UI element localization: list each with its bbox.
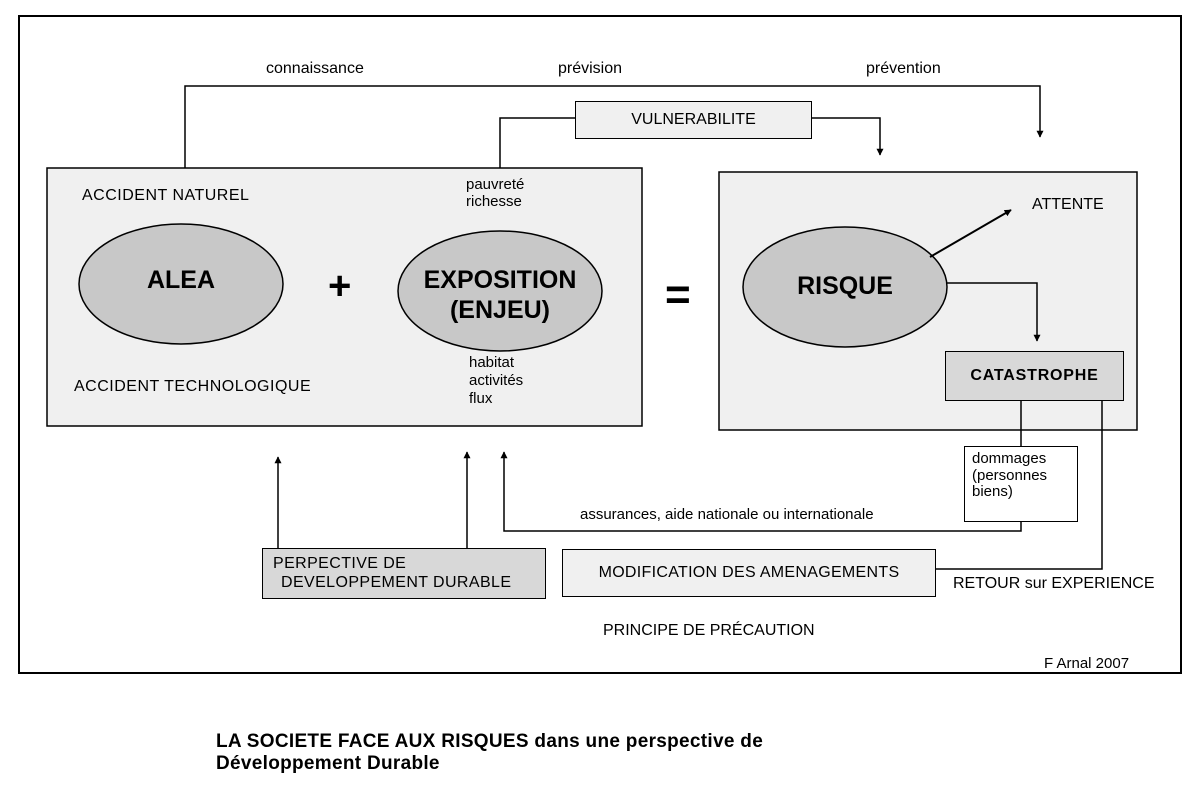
dommages-line-1: dommages bbox=[972, 450, 1047, 467]
perspective-box: PERPECTIVE DE DEVELOPPEMENT DURABLE bbox=[262, 548, 546, 599]
connaissance-prevention-arrow bbox=[184, 85, 1044, 168]
accident-technologique-label: ACCIDENT TECHNOLOGIQUE bbox=[74, 378, 312, 395]
prevision-label: prévision bbox=[558, 60, 623, 77]
vulnerabilite-box: VULNERABILITE bbox=[575, 101, 812, 139]
figure-caption: LA SOCIETE FACE AUX RISQUES dans une per… bbox=[216, 731, 763, 775]
alea-label: ALEA bbox=[146, 266, 216, 294]
perspective-line-2: DEVELOPPEMENT DURABLE bbox=[281, 573, 512, 591]
dommages-text: dommages (personnes biens) bbox=[972, 450, 1048, 501]
risque-ellipse bbox=[742, 226, 948, 348]
caption-line-2: Développement Durable bbox=[216, 752, 440, 774]
assurances-label: assurances, aide nationale ou internatio… bbox=[580, 506, 874, 523]
equals-sign: = bbox=[665, 270, 691, 319]
vulnerabilite-label: VULNERABILITE bbox=[631, 111, 756, 128]
retour-experience-label: RETOUR sur EXPERIENCE bbox=[953, 575, 1155, 592]
modification-label: MODIFICATION DES AMENAGEMENTS bbox=[598, 564, 900, 581]
alea-ellipse bbox=[78, 223, 284, 345]
dommages-box: dommages (personnes biens) bbox=[964, 446, 1078, 522]
pauvrete-label: pauvreté bbox=[466, 176, 525, 193]
risque-label: RISQUE bbox=[797, 272, 893, 300]
prevention-label: prévention bbox=[866, 60, 941, 77]
richesse-label: richesse bbox=[466, 193, 522, 210]
assurances-arrow bbox=[500, 451, 1022, 532]
modification-box: MODIFICATION DES AMENAGEMENTS bbox=[562, 549, 936, 597]
retour-experience-line bbox=[936, 401, 1103, 570]
plus-sign: + bbox=[328, 264, 352, 308]
habitat-label: habitat bbox=[469, 354, 515, 371]
caption-line-1: LA SOCIETE FACE AUX RISQUES dans une per… bbox=[216, 731, 764, 752]
diagram-frame bbox=[18, 15, 1182, 674]
catastrophe-box: CATASTROPHE bbox=[945, 351, 1124, 401]
risque-catastrophe-arrow bbox=[947, 282, 1041, 342]
accident-naturel-label: ACCIDENT NATUREL bbox=[82, 187, 250, 204]
attente-label: ATTENTE bbox=[1032, 196, 1104, 213]
perspective-line-1: PERPECTIVE DE bbox=[273, 555, 407, 573]
credit-label: F Arnal 2007 bbox=[1044, 655, 1130, 672]
dommages-line-2: (personnes bbox=[972, 466, 1048, 484]
principe-precaution-label: PRINCIPE DE PRÉCAUTION bbox=[603, 622, 815, 639]
risque-attente-arrow bbox=[929, 209, 1012, 258]
exposition-label: EXPOSITION bbox=[423, 266, 577, 294]
flux-label: flux bbox=[469, 390, 493, 407]
connaissance-label: connaissance bbox=[266, 60, 364, 77]
exposition-ellipse bbox=[397, 230, 603, 352]
activites-label: activités bbox=[469, 372, 524, 389]
dommages-line-3: biens) bbox=[972, 483, 1013, 500]
enjeu-label: (ENJEU) bbox=[449, 296, 550, 324]
catastrophe-label: CATASTROPHE bbox=[970, 367, 1099, 384]
